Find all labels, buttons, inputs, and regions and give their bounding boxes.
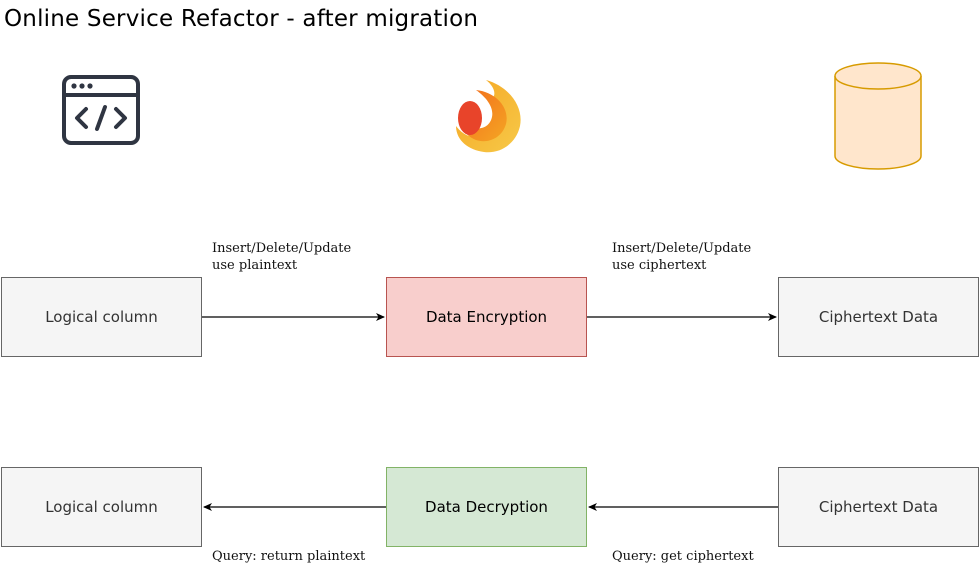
write-right-edge-label: Insert/Delete/Update use ciphertext bbox=[612, 240, 751, 274]
data-decryption-label: Data Decryption bbox=[425, 498, 548, 516]
write-right-edge-label-line1: Insert/Delete/Update bbox=[612, 241, 752, 256]
database-cylinder-icon bbox=[834, 62, 922, 170]
ciphertext-data-label-read: Ciphertext Data bbox=[818, 498, 939, 516]
read-left-edge-label: Query: return plaintext bbox=[212, 549, 366, 564]
write-left-edge-label: Insert/Delete/Update use plaintext bbox=[212, 240, 351, 274]
logical-column-label-write: Logical column bbox=[45, 308, 158, 326]
logical-column-label-read: Logical column bbox=[45, 498, 158, 516]
flame-logo-icon bbox=[456, 80, 521, 153]
data-encryption-box: Data Encryption bbox=[386, 277, 587, 357]
diagram-title: Online Service Refactor - after migratio… bbox=[4, 6, 479, 32]
read-right-edge-label: Query: get ciphertext bbox=[612, 549, 754, 564]
write-left-edge-label-line1: Insert/Delete/Update bbox=[212, 241, 352, 256]
logical-column-box-write: Logical column bbox=[1, 277, 202, 357]
ciphertext-data-label-write: Ciphertext Data bbox=[818, 308, 939, 326]
logical-column-box-read: Logical column bbox=[1, 467, 202, 547]
data-decryption-box: Data Decryption bbox=[386, 467, 587, 547]
write-right-edge-label-line2: use ciphertext bbox=[612, 258, 707, 273]
code-window-icon bbox=[62, 75, 140, 145]
data-encryption-label: Data Encryption bbox=[425, 308, 548, 326]
write-left-edge-label-line2: use plaintext bbox=[212, 258, 298, 273]
ciphertext-data-box-read: Ciphertext Data bbox=[778, 467, 979, 547]
